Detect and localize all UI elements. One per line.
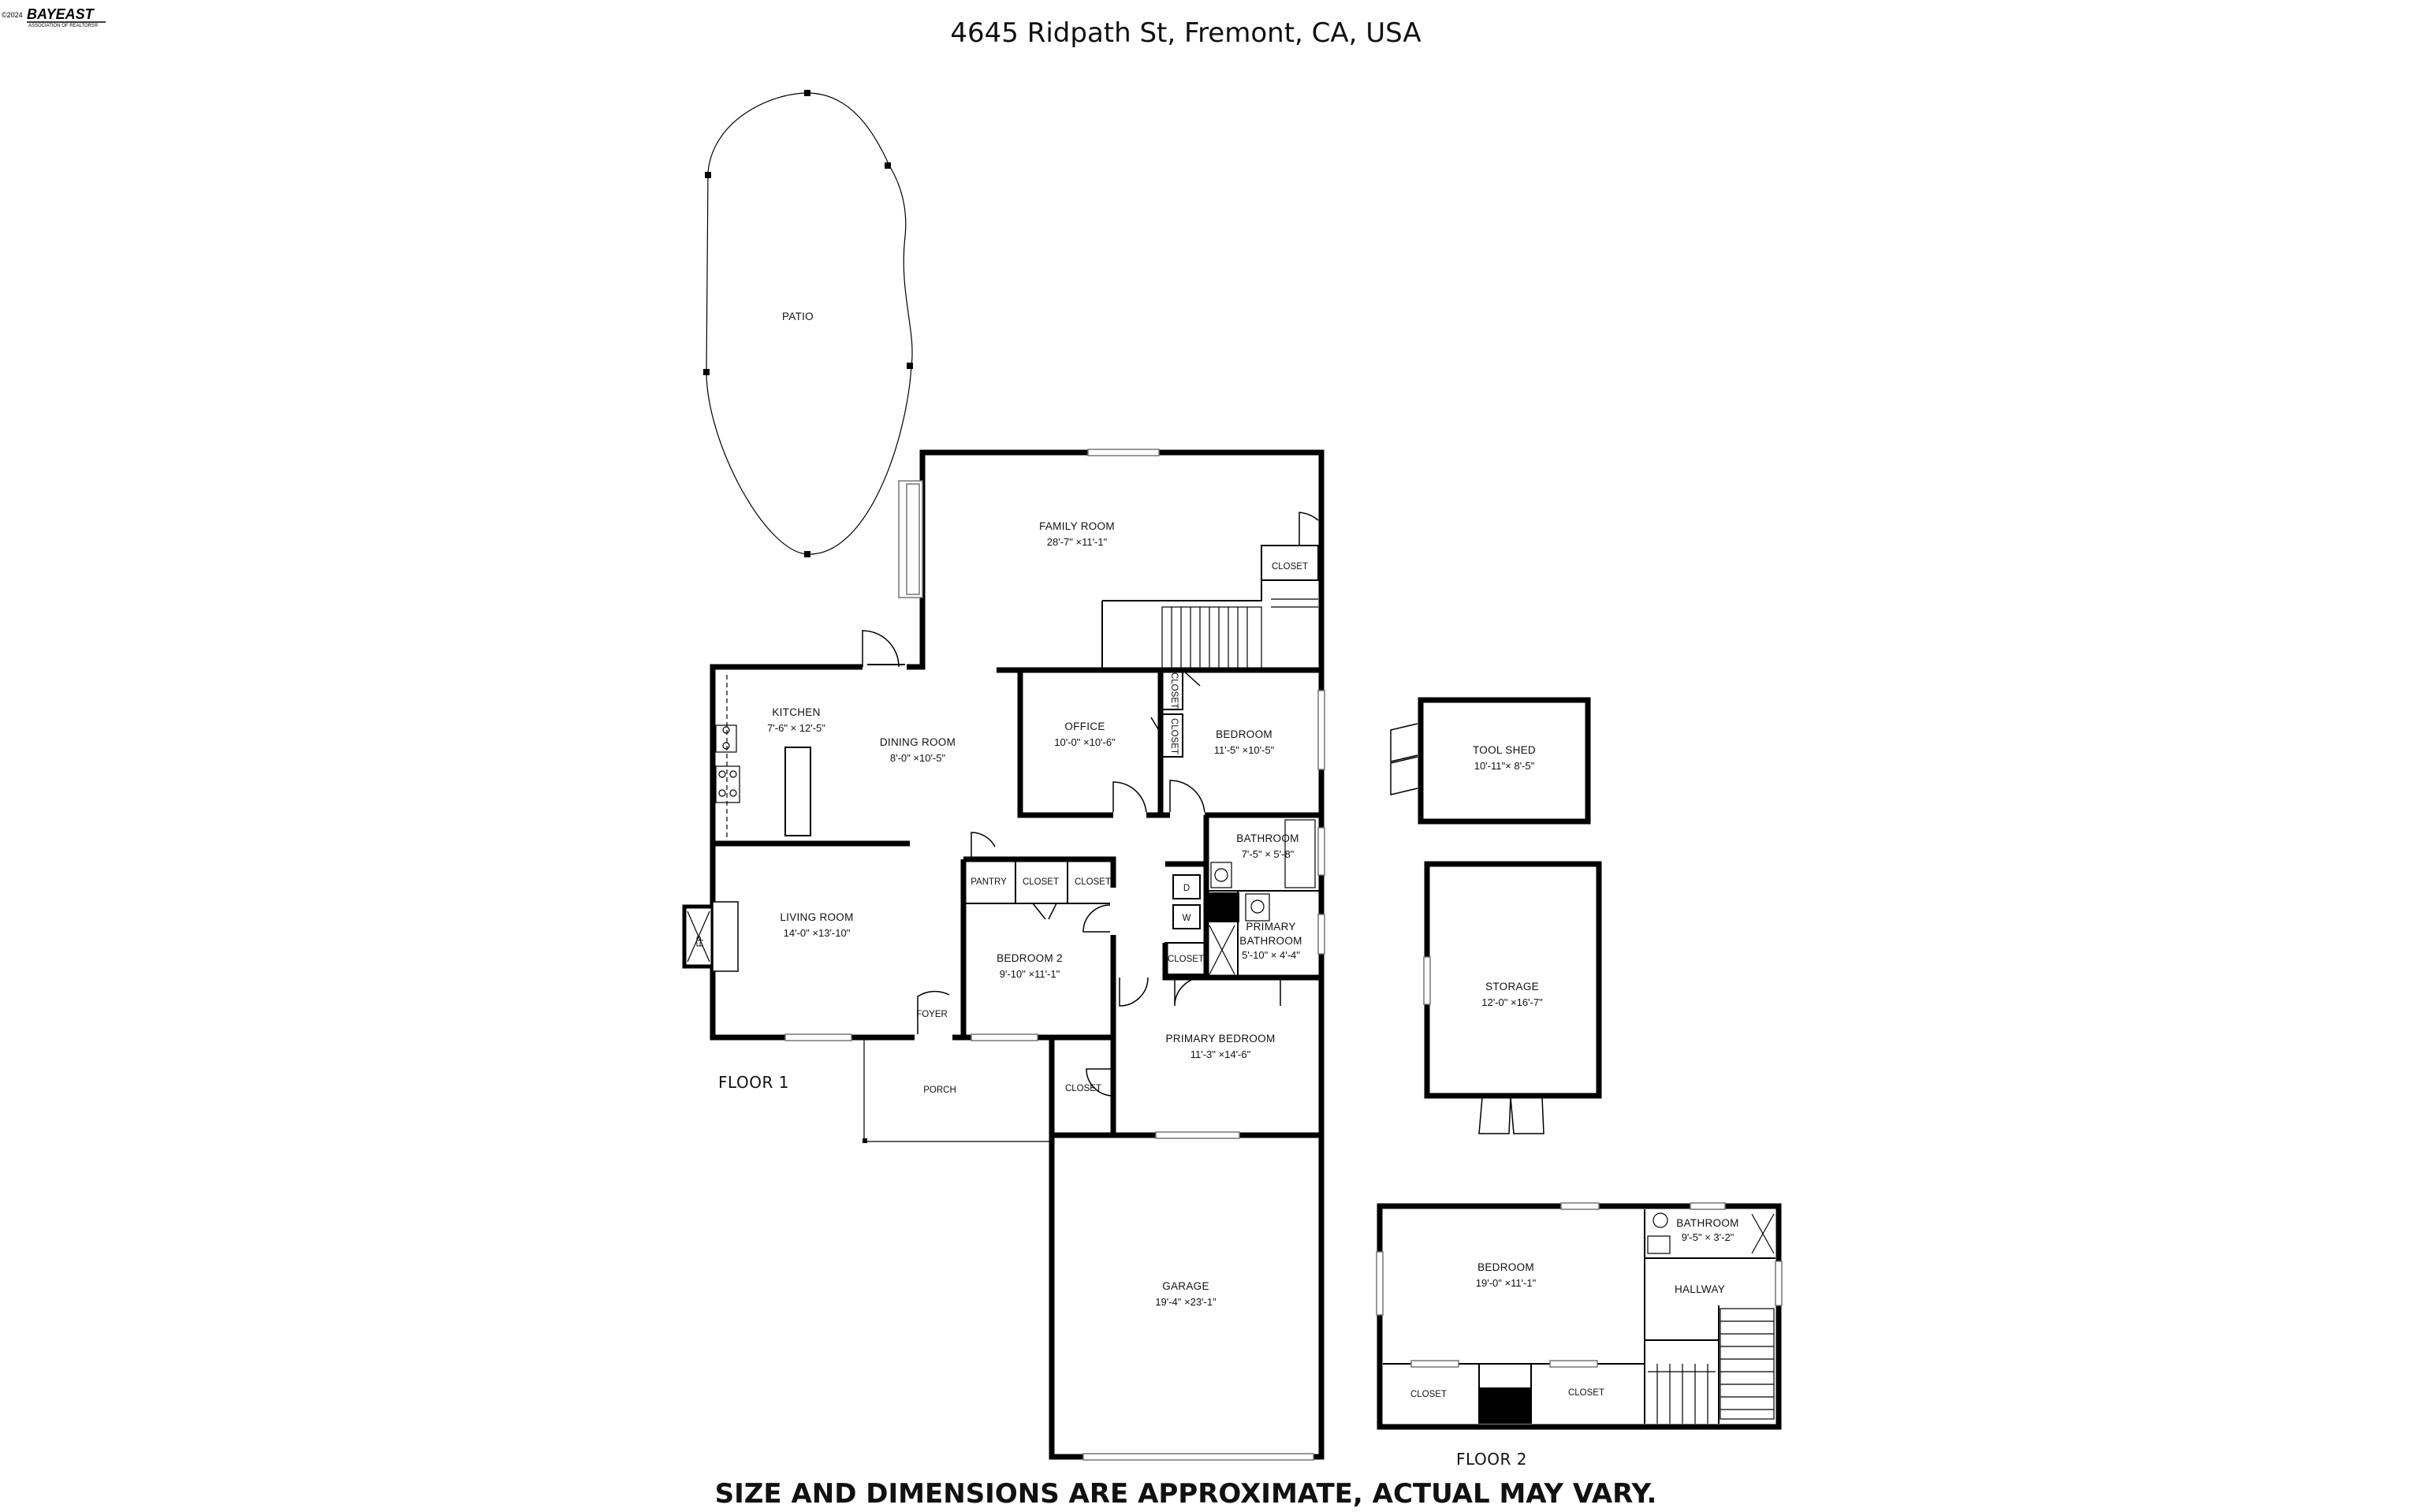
pantry-label: PANTRY bbox=[971, 877, 1007, 887]
primary-bathroom-dims: 5'-10" × 4'-4" bbox=[1242, 949, 1300, 961]
garage-dims: 19'-4" ×23'-1" bbox=[1155, 1296, 1217, 1308]
kitchen-label: KITCHEN bbox=[772, 706, 820, 718]
closet-up-2-label: CLOSET bbox=[1568, 1388, 1604, 1398]
bedroom-2-label: BEDROOM 2 bbox=[997, 952, 1063, 964]
closet-office-1-label: CLOSET bbox=[1169, 672, 1179, 709]
floor-2-plan: BEDROOM 19'-0" ×11'-1" BATHROOM 9'-5" × … bbox=[1376, 1202, 1783, 1469]
stairs-floor2 bbox=[1648, 1308, 1775, 1424]
address-title: 4645 Ridpath St, Fremont, CA, USA bbox=[950, 17, 1421, 49]
bathroom-up-label: BATHROOM bbox=[1676, 1217, 1738, 1229]
fireplace: FP bbox=[682, 901, 739, 972]
patio: PATIO bbox=[703, 90, 913, 557]
dryer-label: D bbox=[1183, 884, 1190, 893]
bedroom-dims: 11'-5" ×10'-5" bbox=[1214, 744, 1275, 756]
patio-label: PATIO bbox=[782, 311, 814, 322]
closet-primary-bath-label: CLOSET bbox=[1168, 955, 1204, 964]
bathroom-dims: 7'-5" × 5'-8" bbox=[1242, 848, 1295, 860]
primary-bedroom-dims: 11'-3" ×14'-6" bbox=[1191, 1048, 1251, 1060]
bedroom-up-label: BEDROOM bbox=[1477, 1261, 1534, 1273]
bayeast-logo: ©2024 BAYEAST ASSOCIATION OF REALTORS® bbox=[2, 6, 106, 28]
closet-hall-1-label: CLOSET bbox=[1023, 877, 1059, 887]
washer-label: W bbox=[1183, 914, 1191, 923]
bedroom-2-dims: 9'-10" ×11'-1" bbox=[1000, 968, 1060, 980]
tool-shed-dims: 10'-11"× 8'-5" bbox=[1474, 760, 1535, 772]
office-dims: 10'-0" ×10'-6" bbox=[1054, 736, 1116, 748]
logo-prefix: ©2024 bbox=[2, 11, 23, 19]
tool-shed: TOOL SHED 10'-11"× 8'-5" bbox=[1390, 697, 1591, 825]
closet-office-2-label: CLOSET bbox=[1169, 718, 1179, 754]
closet-hall-2-label: CLOSET bbox=[1075, 877, 1111, 887]
hallway-label: HALLWAY bbox=[1675, 1283, 1725, 1295]
bedroom-label: BEDROOM bbox=[1216, 728, 1272, 740]
primary-bathroom-label-1: PRIMARY bbox=[1246, 921, 1295, 933]
floor-1-label: FLOOR 1 bbox=[718, 1073, 789, 1092]
closet-up-1-label: CLOSET bbox=[1410, 1390, 1447, 1399]
garage-label: GARAGE bbox=[1162, 1280, 1209, 1292]
storage: STORAGE 12'-0" ×16'-7" bbox=[1423, 861, 1602, 1134]
floor-2-label: FLOOR 2 bbox=[1456, 1450, 1527, 1469]
stairs-floor1 bbox=[1161, 598, 1318, 669]
dining-room-dims: 8'-0" ×10'-5" bbox=[890, 752, 946, 764]
living-room-label: LIVING ROOM bbox=[780, 911, 853, 923]
bedroom-up-dims: 19'-0" ×11'-1" bbox=[1476, 1277, 1537, 1289]
closet-garage-label: CLOSET bbox=[1065, 1084, 1101, 1093]
closet-family-label: CLOSET bbox=[1272, 562, 1308, 572]
foyer-label: FOYER bbox=[916, 1010, 948, 1019]
storage-label: STORAGE bbox=[1485, 981, 1539, 992]
tool-shed-label: TOOL SHED bbox=[1473, 744, 1536, 756]
kitchen-dims: 7'-6" × 12'-5" bbox=[767, 722, 825, 734]
living-room-dims: 14'-0" ×13'-10" bbox=[784, 927, 851, 939]
family-room-label: FAMILY ROOM bbox=[1039, 520, 1115, 532]
office-label: OFFICE bbox=[1064, 721, 1105, 732]
primary-bedroom-label: PRIMARY BEDROOM bbox=[1165, 1033, 1275, 1045]
floor-1-plan: CLOSET FAMILY ROOM 28'-7" ×11'-1" CLOSET… bbox=[682, 449, 1325, 1461]
bathroom-label: BATHROOM bbox=[1236, 832, 1299, 844]
logo-text: BAYEAST bbox=[27, 6, 95, 22]
disclaimer-text: SIZE AND DIMENSIONS ARE APPROXIMATE, ACT… bbox=[715, 1478, 1657, 1510]
kitchen-counter bbox=[715, 675, 811, 840]
family-room-dims: 28'-7" ×11'-1" bbox=[1047, 536, 1108, 548]
porch-label: PORCH bbox=[923, 1086, 956, 1095]
storage-dims: 12'-0" ×16'-7" bbox=[1481, 996, 1543, 1008]
bathroom-up-dims: 9'-5" × 3'-2" bbox=[1682, 1231, 1735, 1243]
dining-room-label: DINING ROOM bbox=[880, 736, 956, 748]
primary-bathroom-label-2: BATHROOM bbox=[1239, 935, 1302, 947]
logo-subtext: ASSOCIATION OF REALTORS® bbox=[28, 23, 99, 28]
